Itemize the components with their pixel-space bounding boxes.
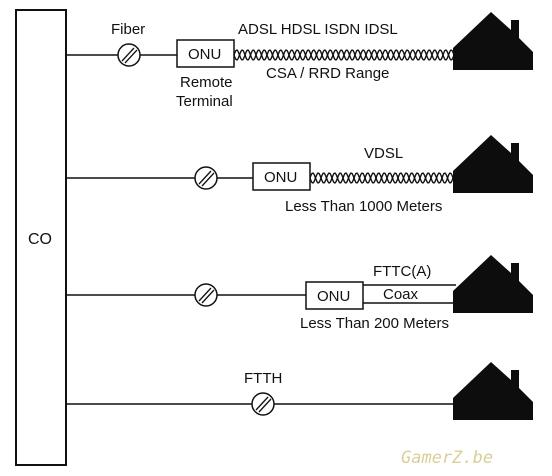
row2-top-label: VDSL — [364, 145, 403, 162]
coax-cable — [363, 284, 456, 304]
row3-onu-label: ONU — [317, 288, 350, 305]
fiber-splice-icon — [194, 166, 218, 190]
row1-onu-label: ONU — [188, 46, 221, 63]
row4-fiber-label: FTTH — [244, 370, 282, 387]
row3-bottom-label: Less Than 200 Meters — [300, 315, 449, 332]
row3-coax-label: Coax — [383, 286, 419, 303]
row1-onu-sub-label-2: Terminal — [176, 93, 233, 110]
house-icon — [453, 362, 533, 420]
row2-onu-box — [252, 162, 311, 191]
house-icon — [453, 12, 533, 70]
row1-bottom-label: CSA / RRD Range — [266, 65, 389, 82]
watermark: GamerZ.be — [401, 448, 493, 468]
fiber-splice-icon — [194, 283, 218, 307]
row2-bottom-label: Less Than 1000 Meters — [285, 198, 442, 215]
fiber-splice-icon — [117, 43, 141, 67]
row2-onu-label: ONU — [264, 169, 297, 186]
row3-onu-box — [305, 281, 364, 310]
co-label: CO — [28, 231, 52, 248]
row1-fiber-label: Fiber — [111, 21, 145, 38]
row1-onu-box — [176, 39, 235, 68]
fiber-splice-icon — [251, 392, 275, 416]
twisted-pair-icon — [309, 172, 456, 184]
row3-top-label: FTTC(A) — [373, 263, 431, 280]
co-box — [15, 9, 67, 466]
row1-top-label: ADSL HDSL ISDN IDSL — [238, 21, 398, 38]
row1-onu-sub-label: Remote — [180, 74, 233, 91]
house-icon — [453, 255, 533, 313]
twisted-pair-icon — [233, 49, 456, 61]
house-icon — [453, 135, 533, 193]
